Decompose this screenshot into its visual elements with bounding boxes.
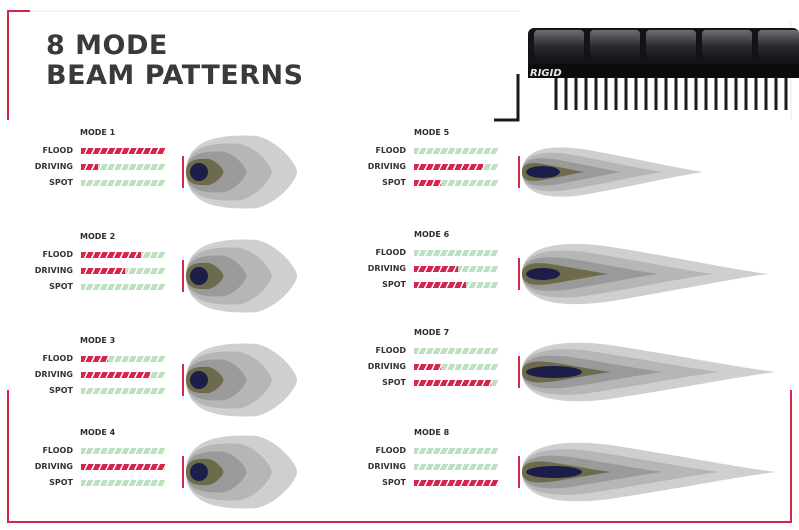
beam-core (526, 366, 582, 378)
beam-pattern (182, 239, 297, 313)
intensity-bar-fill (81, 148, 165, 154)
intensity-bar (414, 266, 498, 272)
bar-label: DRIVING (34, 370, 73, 379)
intensity-bar (414, 164, 498, 170)
bar-label: SPOT (382, 378, 406, 387)
beam-core (190, 371, 208, 389)
bar-label: DRIVING (367, 162, 406, 171)
intensity-bar (414, 364, 498, 370)
mode-label: MODE 8 (414, 428, 450, 437)
intensity-bar-fill (81, 372, 150, 378)
intensity-bar (81, 464, 165, 470)
bar-label: FLOOD (42, 354, 73, 363)
beam-pattern (518, 342, 776, 402)
intensity-bar-fill (81, 252, 141, 258)
intensity-bar (81, 148, 165, 154)
mode-label: MODE 1 (80, 128, 116, 137)
beam-pattern (182, 435, 297, 509)
bar-label: SPOT (49, 386, 73, 395)
intensity-bar (81, 388, 165, 394)
light-bar-image: RIGID (494, 28, 799, 122)
beam-pattern (518, 442, 776, 502)
bar-label: SPOT (49, 178, 73, 187)
bar-label: FLOOD (42, 146, 73, 155)
intensity-bar (414, 148, 498, 154)
lens-row (534, 30, 799, 62)
bar-label: FLOOD (42, 446, 73, 455)
intensity-bar (81, 252, 165, 258)
intensity-bar (414, 480, 498, 486)
mode-label: MODE 5 (414, 128, 450, 137)
intensity-bar (414, 250, 498, 256)
beam-core (190, 463, 208, 481)
beam-pattern (182, 343, 297, 417)
mode-label: MODE 3 (80, 336, 116, 345)
bar-label: FLOOD (375, 346, 406, 355)
intensity-bar-fill (414, 266, 458, 272)
page-title-line-1: 8 MODE (46, 30, 168, 61)
bar-label: SPOT (49, 478, 73, 487)
intensity-bar (414, 348, 498, 354)
beam-core (526, 466, 582, 478)
intensity-bar-fill (414, 164, 483, 170)
intensity-bar (81, 180, 165, 186)
intensity-bar-fill (414, 480, 498, 486)
intensity-bar-fill (414, 180, 441, 186)
rigid-logo: RIGID (530, 68, 562, 79)
page-title-line-2: BEAM PATTERNS (46, 60, 304, 91)
intensity-bar-fill (414, 364, 441, 370)
bar-label: SPOT (382, 178, 406, 187)
bar-label: FLOOD (375, 446, 406, 455)
bar-label: FLOOD (375, 248, 406, 257)
beam-pattern (182, 135, 297, 209)
intensity-bar (414, 180, 498, 186)
bar-label: DRIVING (367, 264, 406, 273)
mode-label: MODE 2 (80, 232, 116, 241)
intensity-bar (414, 380, 498, 386)
beam-core (526, 268, 560, 280)
intensity-bar (81, 164, 165, 170)
intensity-bar-fill (414, 380, 491, 386)
bar-label: SPOT (382, 280, 406, 289)
intensity-bar (81, 284, 165, 290)
intensity-bar (81, 268, 165, 274)
bar-label: FLOOD (42, 250, 73, 259)
bar-label: FLOOD (375, 146, 406, 155)
intensity-bar-fill (81, 164, 98, 170)
bar-label: DRIVING (34, 462, 73, 471)
bar-label: DRIVING (34, 266, 73, 275)
beam-core (190, 267, 208, 285)
intensity-bar (81, 356, 165, 362)
beam-core (526, 166, 560, 178)
mode-label: MODE 7 (414, 328, 450, 337)
bar-label: DRIVING (367, 462, 406, 471)
intensity-bar (414, 282, 498, 288)
beam-pattern (518, 243, 768, 305)
intensity-bar-fill (414, 282, 466, 288)
bar-label: DRIVING (367, 362, 406, 371)
intensity-bar (81, 480, 165, 486)
intensity-bar (81, 448, 165, 454)
bar-label: SPOT (49, 282, 73, 291)
beam-core (190, 163, 208, 181)
intensity-bar (414, 448, 498, 454)
intensity-bar-fill (81, 268, 125, 274)
bar-label: DRIVING (34, 162, 73, 171)
bar-label: SPOT (382, 478, 406, 487)
intensity-bar (81, 372, 165, 378)
mode-label: MODE 6 (414, 230, 450, 239)
intensity-bar-fill (81, 464, 165, 470)
intensity-bar (414, 464, 498, 470)
beam-pattern (518, 147, 703, 197)
intensity-bar-fill (81, 356, 108, 362)
mode-label: MODE 4 (80, 428, 116, 437)
